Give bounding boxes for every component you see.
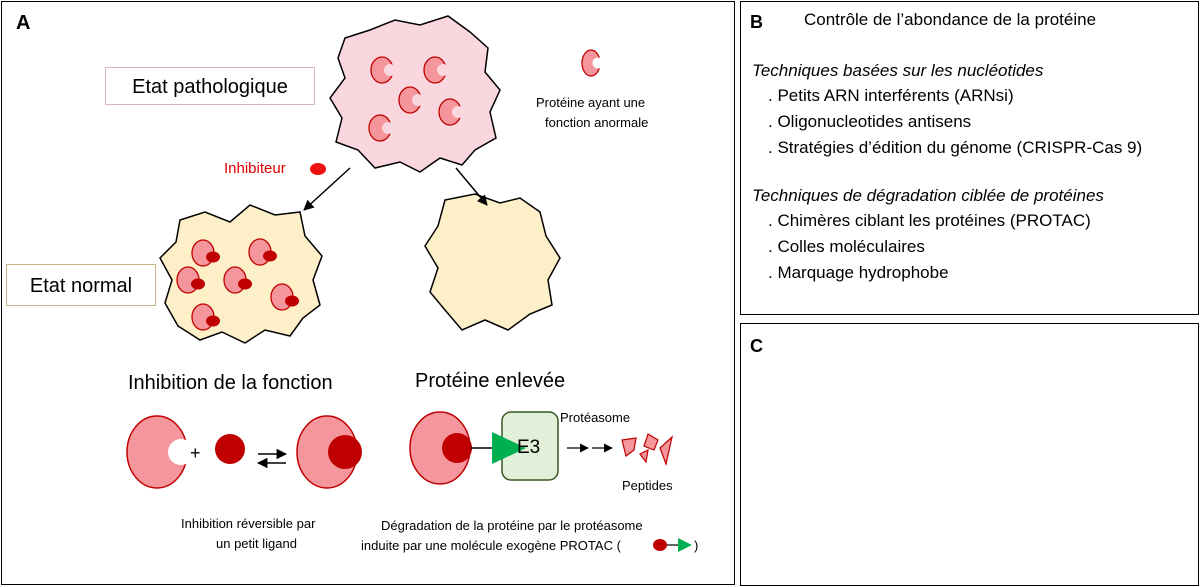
plus-sign: + <box>190 443 201 463</box>
nucleotide-item-3: . Stratégies d’édition du génome (CRISPR… <box>768 138 1143 157</box>
panel-b <box>740 1 1199 315</box>
peptides-icon <box>621 433 673 467</box>
inhibition-title: Inhibition de la fonction <box>128 372 333 394</box>
panel-c <box>740 323 1199 586</box>
protac-triangle <box>492 432 526 464</box>
degradation-caption-1: Dégradation de la protéine par le protéa… <box>381 518 643 533</box>
panel-c-letter: C <box>750 336 763 356</box>
equilibrium-arrows <box>256 448 288 469</box>
e3-label: E3 <box>517 437 541 458</box>
free-protein <box>126 415 194 489</box>
empty-cell <box>424 193 561 331</box>
pathological-state-label: Etat pathologique <box>105 67 315 105</box>
panel-b-title: Contrôle de l’abondance de la protéine <box>804 10 1097 29</box>
nucleotide-item-1: . Petits ARN interférents (ARNsi) <box>768 86 1014 105</box>
nucleotide-item-2: . Oligonucleotides antisens <box>768 112 972 131</box>
panel-b-letter: B <box>750 12 763 32</box>
abnormal-protein-label-1: Protéine ayant une <box>536 95 646 110</box>
protac-legend-triangle <box>678 538 692 552</box>
protac-legend-ligand <box>653 539 667 551</box>
peptides-label: Peptides <box>622 478 673 493</box>
abnormal-proteins <box>368 56 464 142</box>
degradation-item-3: . Marquage hydrophobe <box>768 263 949 282</box>
inhibition-caption-1: Inhibition réversible par <box>181 516 316 531</box>
degradation-caption-2: induite par une molécule exogène PROTAC … <box>361 538 621 553</box>
degradation-section-title: Techniques de dégradation ciblée de prot… <box>752 186 1104 205</box>
nucleotide-section-title: Techniques basées sur les nucléotides <box>752 61 1044 80</box>
abnormal-protein-icon <box>581 49 604 77</box>
target-protein <box>409 411 472 485</box>
removed-title: Protéine enlevée <box>415 370 566 392</box>
proteasome-label: Protéasome <box>560 410 631 425</box>
degradation-caption-3: ) <box>694 538 699 553</box>
inhibited-proteins <box>176 238 299 331</box>
inhibition-caption-2: un petit ligand <box>216 536 297 551</box>
normal-state-label: Etat normal <box>6 264 156 306</box>
bound-protein <box>296 415 362 489</box>
panel-a-letter: A <box>16 12 31 34</box>
arrow-to-removed <box>455 167 488 206</box>
abnormal-protein-label-2: fonction anormale <box>545 115 649 130</box>
arrow-to-normal <box>303 167 351 211</box>
inhibitor-label: Inhibiteur <box>224 160 286 177</box>
ligand-icon <box>215 434 245 464</box>
degradation-item-1: . Chimères ciblant les protéines (PROTAC… <box>768 211 1091 230</box>
inhibitor-icon <box>310 163 326 175</box>
degradation-item-2: . Colles moléculaires <box>768 237 925 256</box>
